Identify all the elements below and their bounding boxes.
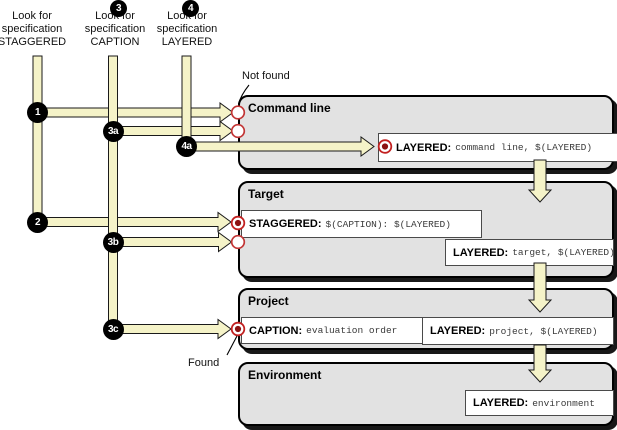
spec-value: command line, $(LAYERED): [455, 142, 593, 153]
step-badge-3a: 3a: [102, 120, 124, 142]
column-header-staggered: Look for specification STAGGERED: [0, 10, 72, 49]
header-line: Look for: [12, 10, 52, 22]
arrow-step2-to-target: [36, 211, 232, 233]
arrow-step1-to-command-line: [36, 102, 234, 123]
spec-value: environment: [532, 397, 595, 409]
found-pointer-line: [226, 335, 238, 356]
spec-box-layered-command-line: LAYERED: command line, $(LAYERED): [378, 133, 617, 162]
step-badge-2: 2: [27, 211, 48, 233]
arrow-step3a-to-command-line: [112, 120, 234, 142]
spec-label: LAYERED:: [430, 325, 486, 337]
command-line-panel: Command line LAYERED: command line, $(LA…: [238, 95, 617, 170]
project-title: Project: [248, 294, 289, 308]
spec-box-caption-project: CAPTION: evaluation order: [241, 317, 424, 344]
environment-panel: Environment LAYERED: environment: [238, 362, 614, 426]
spec-label: LAYERED:: [453, 246, 509, 259]
found-label: Found: [188, 357, 220, 369]
step-badge-4a: 4a: [176, 136, 197, 157]
step-badge-1: 1: [27, 102, 48, 123]
step-badge-3c: 3c: [102, 318, 124, 340]
spec-label: LAYERED:: [473, 397, 529, 409]
spec-box-staggered-target: STAGGERED: $(CAPTION): $(LAYERED): [241, 210, 482, 238]
lookup-bar-layered: [181, 55, 192, 147]
header-line: STAGGERED: [0, 36, 67, 48]
spec-value: project, $(LAYERED): [489, 325, 598, 337]
target-panel: Target STAGGERED: $(CAPTION): $(LAYERED)…: [238, 181, 615, 278]
lookup-bar-staggered: [32, 55, 43, 223]
header-line: CAPTION: [90, 36, 140, 48]
step-badge-3b: 3b: [102, 231, 124, 253]
spec-value: evaluation order: [306, 325, 398, 336]
spec-label: STAGGERED:: [249, 218, 322, 230]
environment-title: Environment: [248, 368, 322, 382]
arrow-step3c-to-project: [112, 318, 232, 340]
spec-value: $(CAPTION): $(LAYERED): [325, 218, 451, 230]
spec-box-layered-environment: LAYERED: environment: [465, 390, 614, 416]
spec-value: target, $(LAYERED): [512, 247, 615, 258]
not-found-label: Not found: [242, 70, 290, 82]
header-line: LAYERED: [161, 36, 213, 48]
step-badge-4: 4: [182, 0, 199, 17]
header-line: specification: [1, 23, 63, 35]
command-line-title: Command line: [248, 101, 331, 115]
arrow-step3b-to-target: [112, 231, 233, 253]
target-title: Target: [248, 187, 284, 201]
spec-label: LAYERED:: [396, 141, 452, 154]
header-line: specification: [84, 23, 146, 35]
lookup-bar-caption: [108, 55, 118, 330]
project-panel: Project CAPTION: evaluation order LAYERE…: [238, 288, 614, 350]
step-badge-3: 3: [110, 0, 127, 17]
spec-box-layered-project: LAYERED: project, $(LAYERED): [422, 317, 614, 345]
spec-label: CAPTION:: [249, 324, 303, 337]
header-line: specification: [156, 23, 218, 35]
spec-box-layered-target: LAYERED: target, $(LAYERED): [445, 239, 615, 266]
